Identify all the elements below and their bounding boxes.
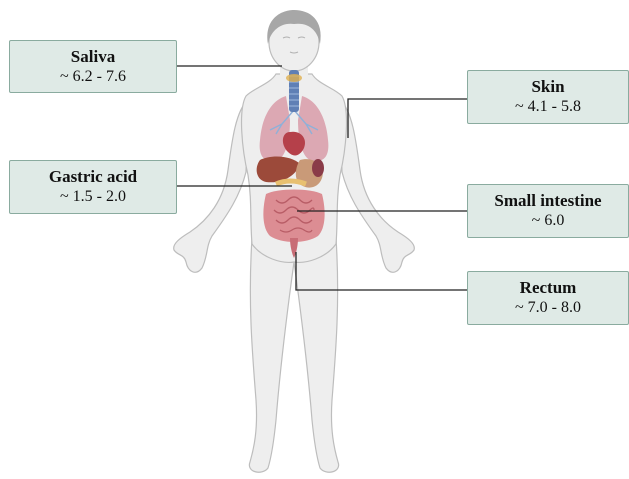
left-leg: [249, 238, 294, 472]
small-intestine-name: Small intestine: [468, 191, 628, 211]
skin-value: ~ 4.1 - 5.8: [468, 97, 628, 117]
thyroid: [286, 74, 302, 82]
skin-leader: [348, 99, 467, 138]
rectum-name: Rectum: [468, 278, 628, 298]
skin-label: Skin ~ 4.1 - 5.8: [467, 70, 629, 124]
gastric-acid-label: Gastric acid ~ 1.5 - 2.0: [9, 160, 177, 214]
spleen: [312, 159, 324, 177]
gastric-acid-name: Gastric acid: [10, 167, 176, 187]
small-intestine-value: ~ 6.0: [468, 211, 628, 231]
saliva-label: Saliva ~ 6.2 - 7.6: [9, 40, 177, 93]
right-leg: [294, 238, 339, 472]
skin-name: Skin: [468, 77, 628, 97]
saliva-value: ~ 6.2 - 7.6: [10, 67, 176, 87]
rectum-label: Rectum ~ 7.0 - 8.0: [467, 271, 629, 325]
rectum-value: ~ 7.0 - 8.0: [468, 298, 628, 318]
saliva-name: Saliva: [10, 47, 176, 67]
gastric-acid-value: ~ 1.5 - 2.0: [10, 187, 176, 207]
right-arm: [340, 100, 414, 272]
small-intestine-label: Small intestine ~ 6.0: [467, 184, 629, 238]
